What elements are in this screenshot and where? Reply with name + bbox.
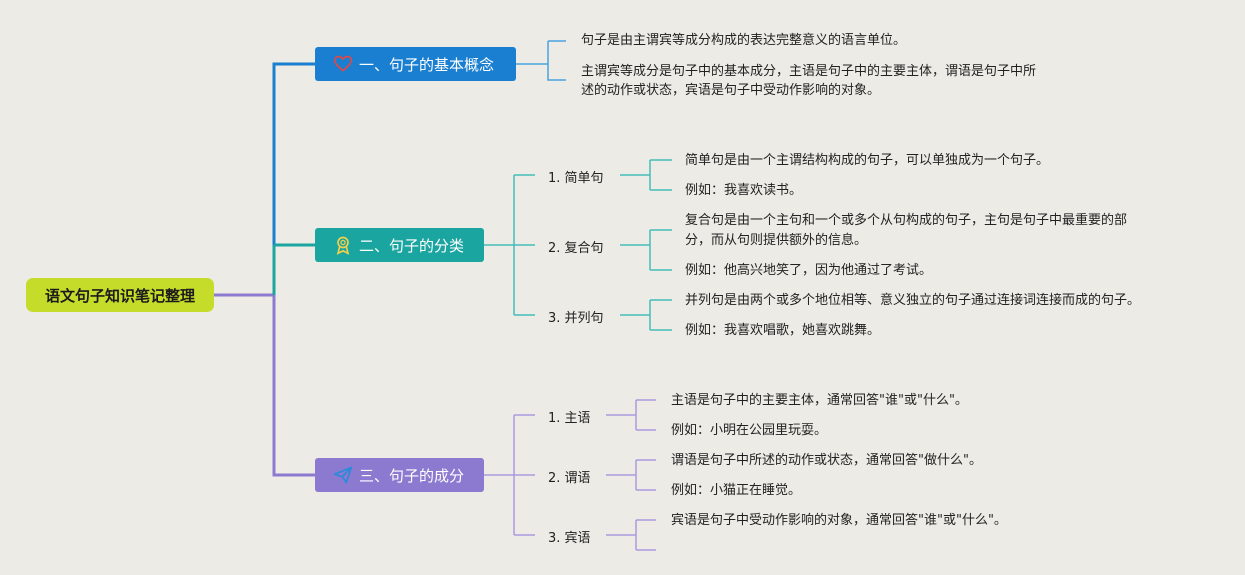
sub-complex-sentence[interactable]: 2. 复合句 [548, 240, 604, 256]
leaf-text[interactable]: 主谓宾等成分是句子中的基本成分，主语是句子中的主要主体，谓语是句子中所 [581, 64, 1037, 79]
leaf-text[interactable]: 复合句是由一个主句和一个或多个从句构成的句子，主句是句子中最重要的部 [685, 213, 1128, 228]
leaf-text-continued: 分，而从句则提供额外的信息。 [685, 233, 868, 248]
connector-b3-sub1 [606, 399, 656, 431]
connector-b3-subs [484, 414, 535, 536]
connector-root-b3 [214, 293, 315, 477]
branch-title: 二、句子的分类 [359, 236, 465, 255]
leaf-text[interactable]: 句子是由主谓宾等成分构成的表达完整意义的语言单位。 [581, 33, 907, 48]
leaf-text[interactable]: 主语是句子中的主要主体，通常回答"谁"或"什么"。 [671, 393, 968, 408]
sub-subject[interactable]: 1. 主语 [548, 410, 591, 426]
connector-b2-sub2 [620, 229, 672, 271]
connector-root-b1 [214, 62, 315, 297]
connector-b2-subs [484, 174, 535, 316]
sub-object[interactable]: 3. 宾语 [548, 530, 591, 546]
leaf-example[interactable]: 例如：我喜欢唱歌，她喜欢跳舞。 [685, 323, 881, 338]
branch-classification[interactable]: 二、句子的分类 [315, 228, 484, 262]
sub-simple-sentence[interactable]: 1. 简单句 [548, 170, 604, 186]
leaf-example[interactable]: 例如：我喜欢读书。 [685, 183, 803, 198]
root-topic[interactable]: 语文句子知识笔记整理 [26, 278, 214, 312]
branch-basic-concept[interactable]: 一、句子的基本概念 [315, 47, 516, 81]
connector-b3-sub2 [606, 459, 656, 491]
sub-compound-sentence[interactable]: 3. 并列句 [548, 310, 604, 326]
paper-plane-icon [333, 465, 353, 485]
leaf-example[interactable]: 例如：小明在公园里玩耍。 [671, 423, 828, 438]
connector-b2-sub1 [620, 159, 672, 191]
leaf-example[interactable]: 例如：小猫正在睡觉。 [671, 483, 802, 498]
leaf-text-continued: 述的动作或状态，宾语是句子中受动作影响的对象。 [581, 83, 881, 98]
leaf-text[interactable]: 谓语是句子中所述的动作或状态，通常回答"做什么"。 [671, 453, 982, 468]
branch-title: 一、句子的基本概念 [359, 55, 495, 74]
heart-icon [333, 54, 353, 74]
connector-b3-sub3 [606, 519, 656, 551]
leaf-text[interactable]: 并列句是由两个或多个地位相等、意义独立的句子通过连接词连接而成的句子。 [685, 293, 1141, 308]
branch-components[interactable]: 三、句子的成分 [315, 458, 484, 492]
connector-b1-leaves [516, 40, 566, 81]
award-ribbon-icon [333, 235, 353, 255]
leaf-text[interactable]: 简单句是由一个主谓结构构成的句子，可以单独成为一个句子。 [685, 153, 1050, 168]
leaf-example[interactable]: 例如：他高兴地笑了，因为他通过了考试。 [685, 263, 933, 278]
leaf-text[interactable]: 宾语是句子中受动作影响的对象，通常回答"谁"或"什么"。 [671, 513, 1007, 528]
sub-predicate[interactable]: 2. 谓语 [548, 470, 591, 486]
branch-title: 三、句子的成分 [359, 466, 465, 485]
connector-b2-sub3 [620, 299, 672, 331]
